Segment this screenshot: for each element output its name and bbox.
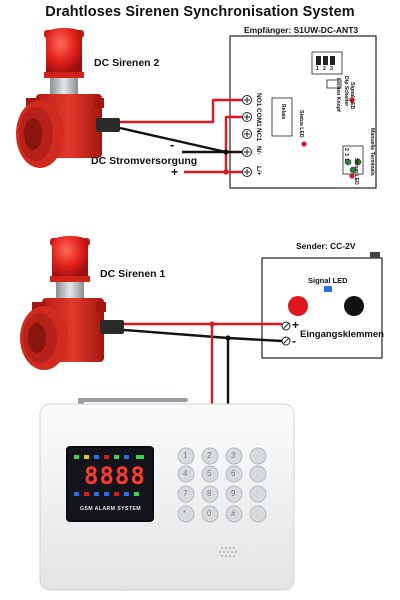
power-plus-sign: + <box>171 165 179 179</box>
siren-1-label: DC Sirenen 1 <box>100 268 166 280</box>
power-led-label: Strom LED <box>353 158 359 185</box>
key-2[interactable]: 2 <box>207 451 212 460</box>
power-led <box>349 173 355 179</box>
sender-signal-led-label: Signal LED <box>308 276 348 285</box>
manual-terminal-number: 3 <box>343 153 349 156</box>
sender-signal-led <box>324 286 332 292</box>
dip-number: 3 <box>330 66 333 72</box>
dip-number: 2 <box>323 66 326 72</box>
alarm-display-digits: 8888 <box>84 462 146 490</box>
key-hash[interactable]: # <box>231 509 236 518</box>
status-led-label: Status LED <box>298 110 304 138</box>
speaker-grille <box>218 546 238 558</box>
power-supply-label: DC Stromversorgung <box>91 155 198 167</box>
keypad <box>177 447 267 523</box>
key-3[interactable]: 3 <box>231 451 236 460</box>
manual-terminals <box>342 145 364 175</box>
key-6[interactable]: 6 <box>231 469 236 478</box>
receiver-box <box>229 35 377 189</box>
signal-led-label: Signal LED <box>349 82 355 110</box>
learn-button-label: Lernen Knopf <box>335 78 341 112</box>
sender-title: Sender: CC-2V <box>296 241 356 251</box>
diagram-title: Drahtloses Sirenen Synchronisation Syste… <box>45 4 355 20</box>
terminal-l-plus-label: L/+ <box>255 166 262 176</box>
key-star[interactable]: * <box>183 509 187 518</box>
sender-black-button <box>344 296 364 316</box>
key-1[interactable]: 1 <box>183 451 188 460</box>
gsm-alarm-panel <box>39 398 295 591</box>
manual-terminal-number: 1 <box>343 158 349 161</box>
manual-terminals-label: Manuelle Terminals <box>369 128 375 176</box>
screen-icons <box>74 455 144 496</box>
relay <box>271 97 293 137</box>
wiring-middle <box>123 322 283 410</box>
key-0[interactable]: 0 <box>207 509 212 518</box>
key-4[interactable]: 4 <box>183 469 188 478</box>
sender-input-label: Eingangsklemmen <box>300 329 384 340</box>
learn-button <box>326 79 342 89</box>
terminal-n-minus-label: N/- <box>255 146 262 155</box>
dip-switch-label: Dip Schalter <box>343 76 349 107</box>
key-9[interactable]: 9 <box>231 489 236 498</box>
terminal-no1-label: NO1 <box>255 93 262 107</box>
manual-terminal-number: 2 <box>343 148 349 151</box>
sender-plus-sign: + <box>292 318 300 332</box>
dip-number: 1 <box>316 66 319 72</box>
sender-minus-sign: - <box>292 334 296 348</box>
signal-led <box>349 97 355 103</box>
siren-1 <box>20 236 124 370</box>
status-led <box>301 141 307 147</box>
relay-label: Relais <box>280 104 286 120</box>
terminal-nc1-label: NC1 <box>255 128 262 142</box>
sender-box <box>261 252 383 359</box>
receiver-title: Empfänger: S1UW-DC-ANT3 <box>244 25 359 35</box>
wiring-top <box>119 98 242 174</box>
key-7[interactable]: 7 <box>183 489 188 498</box>
key-8[interactable]: 8 <box>207 489 212 498</box>
sender-red-button <box>288 296 308 316</box>
key-5[interactable]: 5 <box>207 469 212 478</box>
alarm-brand: GSM ALARM SYSTEM <box>80 506 141 512</box>
siren-2-label: DC Sirenen 2 <box>94 57 160 69</box>
terminal-com1-label: COM1 <box>255 108 262 127</box>
power-minus-sign: - <box>170 137 175 152</box>
siren-2 <box>16 28 120 168</box>
